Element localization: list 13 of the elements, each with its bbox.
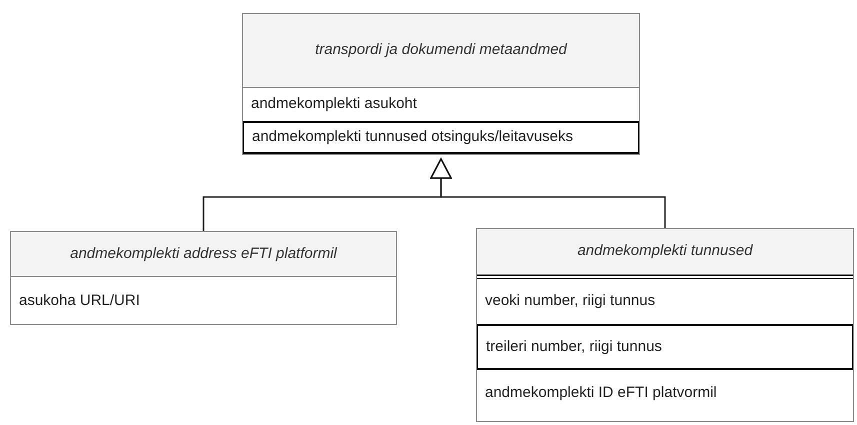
attribute-row-text: andmekomplekti asukoht [250,94,418,114]
attribute-row-text: andmekomplekti ID eFTI platvormil [484,382,718,403]
class-box [476,228,854,422]
class-title: andmekomplekti address eFTI platformil [11,232,396,277]
generalization-arrow [430,158,666,228]
class-box [242,13,640,155]
class-title: transpordi ja dokumendi metaandmed [243,14,639,88]
class-title: andmekomplekti tunnused [477,229,853,275]
attribute-row: veoki number, riigi tunnus [477,275,853,324]
attribute-row: treileri number, riigi tunnus [477,324,853,370]
attribute-row: andmekomplekti tunnused otsinguks/leitavuseks [243,121,639,154]
attribute-row-text: asukoha URL/URI [18,291,141,312]
class-box [10,231,397,325]
